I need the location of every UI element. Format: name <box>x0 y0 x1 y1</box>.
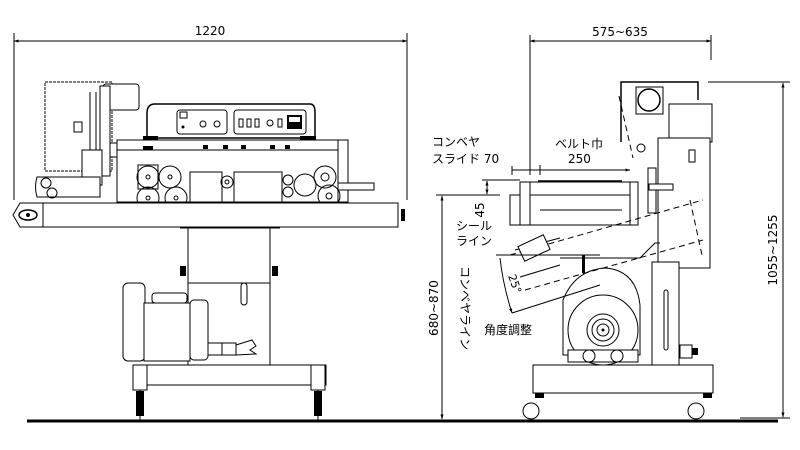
dimension-belt-width: コンベヤ スライド 70 ベルト巾 250 <box>432 60 631 175</box>
printer-housing <box>44 81 113 172</box>
motor-end-view <box>560 242 660 366</box>
conveyor-slide-label-line2: スライド 70 <box>432 152 499 166</box>
motor-fan-icon <box>637 88 661 112</box>
rollers <box>136 164 341 210</box>
caster-icon <box>314 390 322 420</box>
height-knob-icon <box>180 266 186 276</box>
conveyor-slide-label-line1: コンベヤ <box>432 135 480 149</box>
dimension-overall-length: 1220 <box>13 24 408 200</box>
angle-label: 25° <box>505 273 524 296</box>
side-base-frame <box>532 364 714 394</box>
dimension-seal-offset: 45 シール ライン <box>456 179 520 248</box>
dimension-overall-depth: 575~635 <box>529 25 712 60</box>
caster-icon <box>522 393 544 420</box>
knob-icon <box>199 120 207 128</box>
seal-line-label-line1: シール <box>456 219 492 233</box>
height-knob-icon <box>272 266 278 276</box>
base-frame <box>132 364 327 386</box>
angle-indicator: 25° 角度調整 <box>484 254 601 337</box>
knob-icon <box>213 120 221 128</box>
dimension-conveyor-height: 680~870 コンベヤライン <box>427 194 500 420</box>
seal-line-label-line2: ライン <box>456 234 492 248</box>
dimension-label-45: 45 <box>473 202 487 217</box>
coil-icon <box>636 143 646 153</box>
belt-width-value: 250 <box>568 152 591 166</box>
dimension-overall-height: 1055~1255 <box>708 81 790 419</box>
belt-width-label: ベルト巾 <box>555 137 603 151</box>
dimension-label-1220: 1220 <box>195 24 226 38</box>
dimension-label-680-870: 680~870 <box>427 280 441 336</box>
angle-adjust-label: 角度調整 <box>484 322 532 337</box>
side-view: 575~635 1055~1255 680~870 コンベヤライン 45 シール… <box>427 25 790 420</box>
caster-icon <box>687 393 712 420</box>
motor <box>122 282 258 362</box>
control-panel <box>143 103 316 140</box>
front-view: 1220 <box>12 24 408 420</box>
conveyor-line-label: コンベヤライン <box>458 266 472 350</box>
sealer-head <box>618 81 713 269</box>
caster-icon <box>136 390 144 420</box>
dimension-label-575-635: 575~635 <box>592 25 648 39</box>
conveyor-pulley-icon <box>18 209 38 221</box>
conveyor-bed <box>42 202 399 228</box>
dimension-label-1055-1255: 1055~1255 <box>766 214 780 285</box>
belt-cross-section <box>509 180 639 226</box>
